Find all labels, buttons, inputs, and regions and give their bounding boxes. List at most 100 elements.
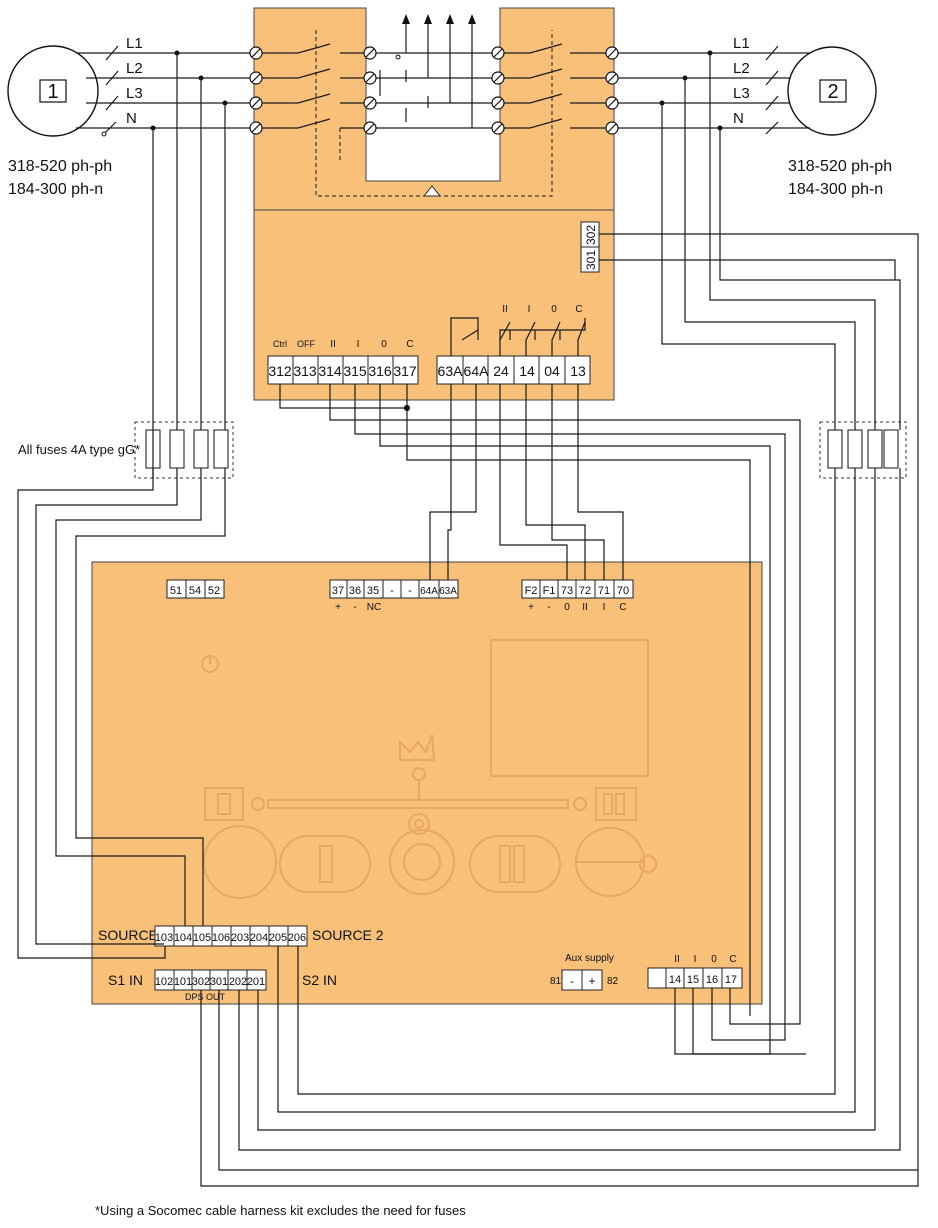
svg-text:201: 201	[247, 976, 265, 988]
svg-text:316: 316	[368, 363, 392, 379]
svg-text:37: 37	[332, 585, 344, 597]
controller: 51 54 52 37 36 35 - - 64A 63A + - NC F2 …	[91, 561, 763, 1005]
svg-text:I: I	[694, 954, 697, 965]
svg-text:+: +	[588, 974, 595, 988]
svg-text:+: +	[335, 602, 341, 613]
svg-text:204: 204	[250, 932, 268, 944]
switch-control-terminals: 312 313 314 315 316 317	[267, 355, 419, 385]
svg-text:F2: F2	[525, 585, 538, 597]
source-1: 1 318-520 ph-ph 184-300 ph-n L1 L2 L3 N	[7, 35, 143, 198]
aux-supply-82: 82	[607, 976, 619, 987]
svg-text:OFF: OFF	[297, 339, 315, 349]
svg-text:-: -	[408, 585, 412, 597]
svg-text:301: 301	[210, 976, 228, 988]
source-2-phase-n: N	[733, 110, 744, 127]
svg-text:315: 315	[343, 363, 367, 379]
source-1-number: 1	[47, 81, 58, 103]
control-wiring	[17, 53, 919, 1187]
svg-text:317: 317	[393, 363, 417, 379]
mechanism-triangle-icon	[422, 185, 442, 197]
svg-text:64A: 64A	[464, 363, 490, 379]
transfer-switch: 301 302 Ctrl OFF II I 0 C 312 313 314 31…	[249, 7, 619, 401]
svg-text:63A: 63A	[439, 586, 457, 597]
svg-text:73: 73	[561, 585, 573, 597]
switch-dps-terminals: 301 302	[580, 221, 600, 273]
svg-text:I: I	[528, 304, 531, 315]
svg-text:103: 103	[155, 932, 173, 944]
svg-text:0: 0	[564, 602, 570, 613]
source-1-voltage-line1: 318-520 ph-ph	[8, 158, 112, 175]
svg-text:II: II	[330, 339, 336, 350]
dps-out-label: DPS OUT	[185, 992, 226, 1002]
svg-text:24: 24	[493, 363, 509, 379]
s2-in-label: S2 IN	[302, 972, 337, 988]
svg-text:04: 04	[544, 363, 560, 379]
source-1-voltage-line2: 184-300 ph-n	[8, 181, 103, 198]
svg-text:63A: 63A	[438, 363, 464, 379]
svg-text:-: -	[570, 974, 574, 988]
controller-terminals-mid: 37 36 35 - - 64A 63A + - NC	[329, 579, 459, 613]
source-2-phase-l1: L1	[733, 35, 750, 52]
svg-text:314: 314	[318, 363, 342, 379]
aux-supply-label: Aux supply	[565, 953, 614, 964]
svg-text:C: C	[729, 954, 736, 965]
footnote: *Using a Socomec cable harness kit exclu…	[95, 1203, 466, 1218]
source-1-label: SOURCE 1	[98, 927, 170, 943]
svg-text:-: -	[547, 602, 550, 613]
svg-text:104: 104	[174, 932, 192, 944]
switch-control-labels: Ctrl OFF II I 0 C	[273, 339, 414, 350]
svg-text:17: 17	[725, 974, 737, 986]
svg-text:II: II	[674, 954, 680, 965]
svg-text:105: 105	[193, 932, 211, 944]
svg-text:-: -	[390, 585, 394, 597]
svg-text:C: C	[619, 602, 626, 613]
source-2-phase-l2: L2	[733, 60, 750, 77]
source-2-number: 2	[827, 81, 838, 103]
switch-dps-301: 301	[584, 250, 598, 270]
switch-aux-labels: II I 0 C	[502, 304, 582, 315]
svg-text:15: 15	[687, 974, 699, 986]
svg-text:14: 14	[669, 974, 681, 986]
aux-supply-terminals: - +	[561, 969, 603, 991]
switch-aux-terminals: 63A 64A 24 14 04 13	[436, 355, 591, 385]
output-terminals: 14 15 16 17	[647, 967, 743, 989]
source-2-phase-wires	[612, 45, 810, 135]
controller-terminals-51-54-52: 51 54 52	[166, 579, 225, 599]
svg-text:72: 72	[579, 585, 591, 597]
svg-text:I: I	[357, 339, 360, 350]
svg-text:206: 206	[288, 932, 306, 944]
source-2-phase-l3: L3	[733, 85, 750, 102]
svg-text:0: 0	[381, 339, 387, 350]
source-2-label: SOURCE 2	[312, 927, 384, 943]
controller-front-panel	[201, 639, 657, 899]
svg-text:0: 0	[551, 304, 557, 315]
svg-text:102: 102	[155, 976, 173, 988]
svg-text:52: 52	[208, 585, 220, 597]
s1-in-terminals: 102 101 302 301 202 201	[154, 969, 267, 991]
svg-text:Ctrl: Ctrl	[273, 339, 287, 349]
svg-text:II: II	[502, 304, 508, 315]
source-1-terminals: 103 104 105 106	[154, 925, 232, 947]
fuses-right	[819, 421, 907, 479]
svg-text:II: II	[582, 602, 588, 613]
svg-text:C: C	[575, 304, 582, 315]
svg-text:205: 205	[269, 932, 287, 944]
svg-text:I: I	[603, 602, 606, 613]
svg-text:106: 106	[212, 932, 230, 944]
svg-text:F1: F1	[543, 585, 556, 597]
svg-text:NC: NC	[367, 602, 381, 613]
s1-in-label: S1 IN	[108, 972, 143, 988]
source-1-phase-wires	[76, 45, 262, 135]
source-1-phase-l2: L2	[126, 60, 143, 77]
aux-supply-81: 81	[550, 976, 562, 987]
svg-text:202: 202	[229, 976, 247, 988]
svg-text:312: 312	[268, 363, 292, 379]
svg-text:51: 51	[170, 585, 182, 597]
svg-text:71: 71	[598, 585, 610, 597]
source-2-terminals: 203 204 205 206	[230, 925, 308, 947]
svg-text:35: 35	[367, 585, 379, 597]
svg-text:36: 36	[349, 585, 361, 597]
svg-text:313: 313	[293, 363, 317, 379]
source-1-phase-n: N	[126, 110, 137, 127]
